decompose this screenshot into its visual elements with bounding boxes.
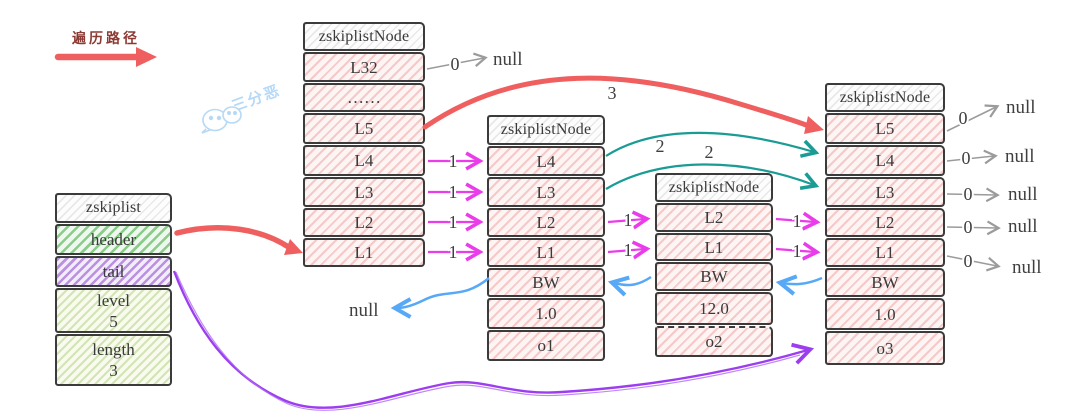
span-label-2b: 2 [705,142,714,162]
level-cell-L3: L3 [825,177,945,207]
score-cell: 1.0 [825,298,945,330]
level-cell-L5: L5 [303,113,425,144]
span-label-1: 1 [624,210,633,230]
backward-cell: BW [655,262,773,291]
object-cell: o3 [825,331,945,365]
level-cell-L2: L2 [655,203,773,232]
level-value: 5 [109,311,118,331]
null-label: null [1008,216,1038,237]
watermark-text: 三分恶 [229,81,284,116]
null-label: null [1005,146,1035,167]
level-label: level [96,290,131,310]
level-cell-L4: L4 [487,146,605,176]
level-cell-L4: L4 [303,145,425,176]
level-cell-L5: L5 [825,113,945,144]
zskiplist-title: zskiplist [55,193,172,223]
span1-arrows-n3-n4 [775,211,821,261]
legend-label: 遍历路径 [72,31,140,47]
score-cell: 1.0 [487,298,605,329]
zskiplist-box: zskiplist header tail level 5 length 3 [55,193,172,386]
span-label-0: 0 [451,54,460,74]
zskiplist-tail-cell: tail [55,256,172,287]
backward-arrow-n4-n3 [775,274,823,296]
score-cell: 12.0 [655,292,773,325]
span-label-0: 0 [964,251,973,271]
null-label-bw: null [349,300,379,321]
null-arrows-n4 [946,104,1001,272]
object-cell: o1 [487,330,605,361]
null-label: null [493,49,523,70]
span-label-1: 1 [793,211,802,231]
zskiplistnode-4: zskiplistNode L5 L4 L3 L2 L1 BW 1.0 o3 [825,83,945,365]
level-cell-L2: L2 [825,208,945,237]
node-title: zskiplistNode [655,173,773,202]
level-cell-ellipsis: …… [303,83,425,112]
span-label-2a: 2 [656,136,665,156]
span-label-0: 0 [964,217,973,237]
level-cell-L1: L1 [825,238,945,267]
zskiplist-level-cell: level 5 [55,288,172,333]
span-label-0: 0 [964,184,973,204]
backward-arrow-n2-null: null [348,277,490,323]
span-label-1: 1 [449,212,458,232]
node-title: zskiplistNode [825,83,945,112]
node-title: zskiplistNode [303,22,425,51]
backward-cell: BW [487,268,605,297]
level-cell-L2: L2 [487,208,605,237]
level-cell-L1: L1 [487,238,605,267]
legend-arrow [54,47,157,67]
level-cell-L3: L3 [487,177,605,207]
null-label: null [1012,257,1042,278]
zskiplist-length-cell: length 3 [55,334,172,386]
length-label: length [92,340,135,359]
null-arrow-L32: 0 null [426,48,524,76]
span-label-0: 0 [959,108,968,128]
level-cell-L1: L1 [655,233,773,261]
span-label-3: 3 [608,83,617,103]
span-label-1: 1 [793,241,802,261]
backward-arrow-n3-n2 [607,275,652,297]
backward-cell: BW [825,268,945,297]
length-value: 3 [109,361,118,380]
level-cell-L32: L32 [303,52,425,82]
span-label-1: 1 [449,242,458,262]
null-label: null [1006,97,1036,118]
level-cell-L3: L3 [303,177,425,207]
span1-arrows-n1-n2 [428,151,484,262]
traversal-arrow-span3: 3 [422,75,824,134]
level-cell-L1: L1 [303,238,425,267]
span-label-0: 0 [962,148,971,168]
node-title: zskiplistNode [487,115,605,145]
span-label-1: 1 [449,182,458,202]
span-label-1: 1 [449,151,458,171]
span1-arrows-n2-n3 [607,210,651,260]
zskiplist-header-cell: header [55,224,172,255]
zskiplistnode-3: zskiplistNode L2 L1 BW 12.0 o2 [655,173,773,357]
zskiplistnode-1: zskiplistNode L32 …… L5 L4 L3 L2 L1 [303,22,425,267]
object-cell: o2 [655,326,773,357]
level-cell-L4: L4 [825,145,945,176]
null-label: null [1008,184,1038,205]
span-label-1: 1 [624,240,633,260]
level-cell-L2: L2 [303,208,425,237]
traversal-arrow-header-to-node1 [174,225,303,255]
zskiplistnode-2: zskiplistNode L4 L3 L2 L1 BW 1.0 o1 [487,115,605,361]
